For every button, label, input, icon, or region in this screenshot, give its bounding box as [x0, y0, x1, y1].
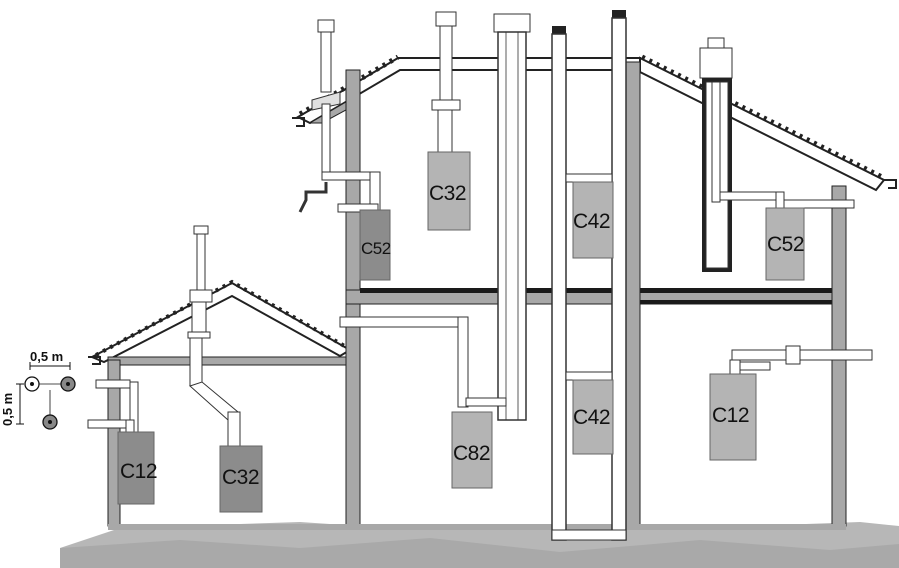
boiler-label: C82	[453, 442, 490, 465]
boiler-left-c32	[219, 445, 263, 513]
pipe	[711, 81, 721, 203]
right-gutter	[884, 179, 897, 189]
pipe	[465, 397, 507, 407]
chimney-cap	[193, 225, 209, 235]
boiler-right-c52	[765, 207, 805, 281]
pipe	[321, 103, 331, 175]
terminal-dot	[66, 382, 70, 386]
boiler-label: C42	[573, 210, 610, 233]
exhaust-hook	[298, 182, 328, 213]
chimney-cap	[317, 19, 335, 33]
shaft	[497, 31, 527, 421]
pipe	[699, 47, 733, 79]
pipe	[95, 379, 131, 389]
pipe	[565, 371, 613, 381]
boiler-right-c12	[709, 373, 757, 461]
right-roof-tiles	[640, 54, 886, 181]
pipe	[439, 25, 453, 101]
boiler-label: C32	[222, 466, 259, 489]
upper-gutter	[292, 117, 305, 127]
pipe	[431, 99, 461, 111]
pipe	[719, 191, 781, 201]
boiler-left-c12	[117, 431, 155, 505]
pipe	[565, 173, 613, 183]
duct-cap	[552, 26, 566, 34]
boiler-upper-c52	[359, 209, 391, 281]
main-center-wall	[625, 61, 641, 527]
duct-cap	[612, 10, 626, 18]
pipe	[321, 171, 373, 181]
pipe	[339, 316, 465, 328]
left-house	[88, 279, 352, 527]
c82-system: C82	[339, 13, 531, 489]
boiler-upper-c42	[572, 181, 614, 259]
pipe	[87, 419, 129, 429]
flashing	[311, 91, 341, 111]
right-c12-system: C12	[709, 345, 873, 461]
pipe	[785, 345, 801, 365]
boiler-label: C12	[712, 404, 749, 427]
boiler-label: C52	[361, 239, 391, 258]
c42-system: C42 C42	[551, 10, 627, 541]
boiler-c82	[451, 411, 493, 489]
pipe	[196, 233, 206, 291]
boiler-upper-c32	[427, 151, 471, 231]
middle-floor-dark-right	[640, 288, 832, 293]
pipe	[731, 349, 873, 361]
left-c12-system: C12	[87, 379, 158, 505]
pipe	[337, 203, 379, 213]
chimney-cap	[435, 11, 457, 27]
left-c32-system: C32	[187, 225, 263, 513]
duct	[551, 33, 567, 541]
pipe	[189, 337, 203, 387]
left-roof	[89, 281, 352, 364]
left-gutter	[88, 356, 101, 365]
pipe	[187, 331, 211, 339]
pipe	[457, 316, 469, 408]
ground-shadow	[60, 538, 899, 568]
pipe	[783, 199, 855, 209]
pipe	[227, 411, 241, 449]
boiler-label: C52	[767, 233, 804, 256]
right-roof	[639, 56, 886, 192]
pipe	[739, 361, 771, 371]
duct	[611, 17, 627, 541]
terminal-reference-dot	[30, 382, 34, 386]
boiler-label: C42	[573, 406, 610, 429]
upper-c32-system: C32	[427, 11, 471, 231]
dimension-legend: 0,5 m 0,5 m	[0, 349, 76, 430]
pipe	[320, 31, 332, 93]
pipe	[189, 289, 213, 303]
boiler-label: C32	[429, 182, 466, 205]
pipe	[437, 109, 453, 155]
dim-label-vertical: 0,5 m	[0, 393, 15, 426]
right-c52-system: C52	[699, 37, 855, 281]
middle-floor-dark-left	[360, 288, 620, 293]
shaft-inner	[505, 31, 519, 421]
dim-label-horizontal: 0,5 m	[30, 349, 63, 364]
chimney-cap	[707, 37, 725, 49]
boiler-lower-c42	[572, 379, 614, 455]
left-ceiling	[107, 356, 349, 366]
chimney-cap	[493, 13, 531, 33]
pipe	[775, 191, 785, 209]
left-roof-tiles	[95, 279, 349, 357]
duct-bottom	[551, 529, 627, 541]
terminal-dot	[48, 420, 52, 424]
boiler-label: C12	[120, 460, 157, 483]
ground-floor	[108, 524, 846, 530]
upper-c52-system: C52	[298, 19, 391, 281]
middle-floor-dark-right-lower	[640, 300, 832, 304]
